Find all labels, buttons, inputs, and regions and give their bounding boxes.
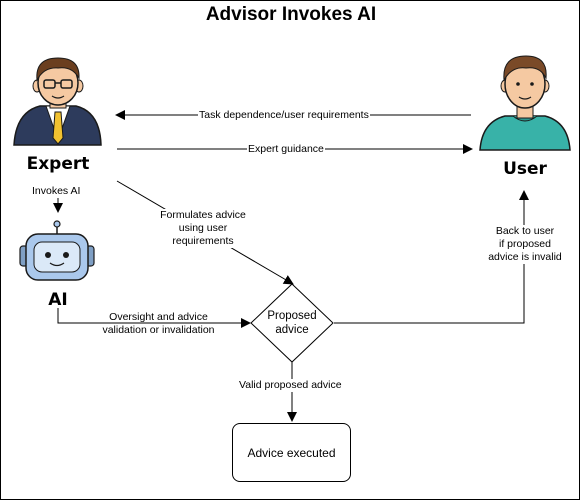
edge-expert-guidance-label: Expert guidance bbox=[247, 143, 325, 156]
edge-invokes-ai-label: Invokes AI bbox=[31, 185, 82, 198]
edge-back-to-user-label: Back to user if proposed advice is inval… bbox=[478, 225, 572, 264]
actor-user-label: User bbox=[503, 159, 547, 179]
edge-valid-label: Valid proposed advice bbox=[238, 379, 343, 392]
robot-icon bbox=[19, 220, 95, 281]
diagram-title: Advisor Invokes AI bbox=[205, 4, 377, 25]
node-proposed-label: Proposed advice bbox=[267, 310, 317, 336]
edge-task-dependence-label: Task dependence/user requirements bbox=[198, 109, 370, 122]
node-proposed-shape bbox=[250, 283, 334, 363]
expert-person-icon bbox=[13, 57, 102, 146]
actor-ai-label: AI bbox=[48, 290, 68, 310]
edge-oversight bbox=[57, 308, 251, 328]
user-person-icon bbox=[479, 55, 571, 151]
actor-expert-label: Expert bbox=[26, 154, 90, 174]
edge-oversight-label: Oversight and advice validation or inval… bbox=[102, 311, 215, 336]
node-advice-executed: Advice executed bbox=[232, 423, 351, 482]
edge-formulates-label: Formulates advice using user requirement… bbox=[152, 209, 254, 248]
